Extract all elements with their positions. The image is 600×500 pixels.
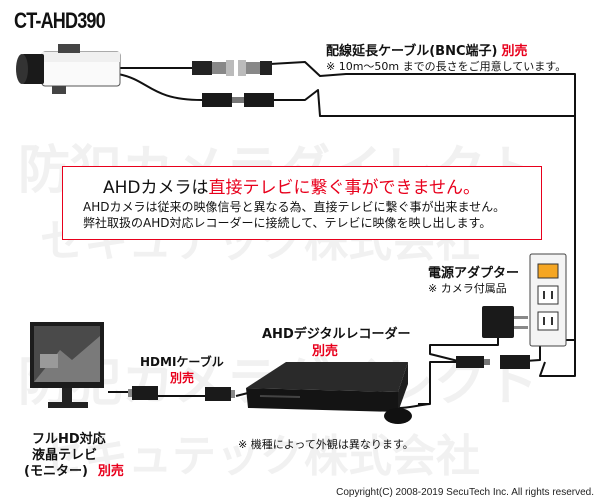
adapter-lead xyxy=(429,337,499,363)
recorder-label: AHDデジタルレコーダー xyxy=(262,327,411,342)
recorder-drawing xyxy=(246,362,408,412)
monitor-sold-separately: 別売 xyxy=(97,464,124,479)
dc-connector-pair xyxy=(456,355,530,369)
power-adapter-drawing xyxy=(482,306,528,338)
camera-drawing xyxy=(16,44,121,94)
mouse-lead xyxy=(397,403,431,409)
notice-title-emphasis: 直接テレビに繋ぐ事ができません。 xyxy=(208,178,481,198)
hdmi-plug-right xyxy=(205,387,235,401)
hdmi-plug-left xyxy=(128,386,158,400)
dc-plug-cable xyxy=(238,93,274,107)
hdmi-sold-separately: 別売 xyxy=(170,371,195,385)
monitor-label-paren: (モニター) xyxy=(24,464,88,479)
dc-plug-camera xyxy=(202,93,238,107)
notice-line-1: AHDカメラは従来の映像信号と異なる為、直接テレビに繋ぐ事が出来ません。 xyxy=(83,200,506,214)
power-adapter-label: 電源アダプター xyxy=(428,266,520,281)
mouse-drawing xyxy=(384,408,412,424)
notice-line-2: 弊社取扱のAHD対応レコーダーに接続して、テレビに映像を映し出します。 xyxy=(83,216,492,230)
notice-title-prefix: AHDカメラは xyxy=(103,178,209,198)
bnc-connector-camera xyxy=(192,60,234,76)
cable-label: 配線延長ケーブル(BNC端子)別売 xyxy=(326,40,527,59)
cable-lines xyxy=(108,61,576,409)
bnc-connector-cable xyxy=(238,60,272,76)
monitor-label-line-2: 液晶テレビ xyxy=(32,448,98,463)
monitor-drawing xyxy=(30,322,104,408)
copyright: Copyright(C) 2008-2019 SecuTech Inc. All… xyxy=(336,487,594,498)
recorder-sold-separately: 別売 xyxy=(312,344,339,359)
extension-cable-loop xyxy=(539,116,576,377)
monitor-label-line-3: (モニター) 別売 xyxy=(24,460,124,479)
monitor-label-line-1: フルHD対応 xyxy=(32,432,106,447)
extension-video-cable xyxy=(269,61,576,363)
power-adapter-note: ※ カメラ付属品 xyxy=(428,282,507,295)
cable-name: 配線延長ケーブル(BNC端子) xyxy=(326,44,498,59)
notice-title: AHDカメラは直接テレビに繋ぐ事ができません。 xyxy=(103,173,480,198)
power-outlet xyxy=(529,253,567,347)
camera-model-label: CT-AHD390 xyxy=(14,8,106,33)
notice-box: AHDカメラは直接テレビに繋ぐ事ができません。 AHDカメラは従来の映像信号と異… xyxy=(62,166,542,240)
cable-note: ※ 10m～50m までの長さをご用意しています。 xyxy=(326,60,567,73)
notice-body: AHDカメラは従来の映像信号と異なる為、直接テレビに繋ぐ事が出来ません。 弊社取… xyxy=(83,199,505,231)
camera-power-tail xyxy=(117,73,203,101)
hdmi-label: HDMIケーブル xyxy=(140,355,224,369)
recorder-bnc-lead xyxy=(418,361,462,405)
extension-power-cable xyxy=(270,89,575,117)
recorder-note: ※ 機種によって外観は異なります。 xyxy=(238,438,414,451)
cable-sold-separately: 別売 xyxy=(501,44,528,59)
